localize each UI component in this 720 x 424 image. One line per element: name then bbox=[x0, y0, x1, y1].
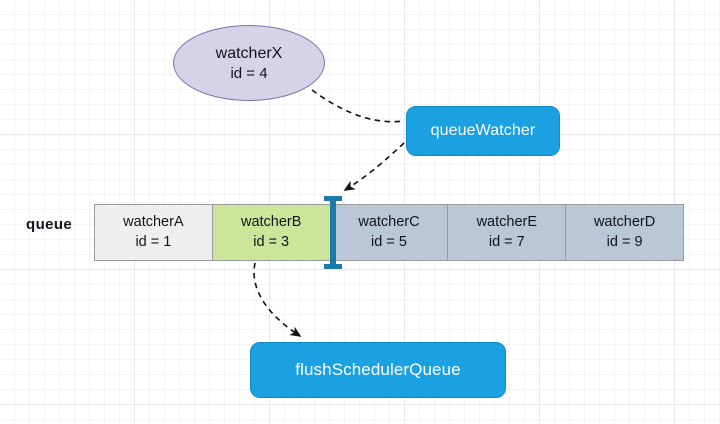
queue-cell-name: watcherB bbox=[240, 213, 302, 230]
queue-cell-id: id = 1 bbox=[135, 233, 172, 250]
connector-queuewatcher-to-queue bbox=[343, 142, 405, 191]
insertion-cursor-bottom-cap bbox=[324, 264, 342, 269]
queue-cell-watcherB[interactable]: watcherB id = 3 bbox=[212, 205, 331, 260]
queue-cell-watcherE[interactable]: watcherE id = 7 bbox=[448, 205, 567, 260]
watcherx-node[interactable]: watcherX id = 4 bbox=[173, 25, 325, 101]
watcherx-id: id = 4 bbox=[230, 64, 268, 82]
queue-label: queue bbox=[26, 216, 73, 233]
watcherx-name: watcherX bbox=[215, 44, 283, 62]
queue-cell-watcherC[interactable]: watcherC id = 5 bbox=[330, 205, 449, 260]
flushschedulerqueue-node[interactable]: flushSchedulerQueue bbox=[250, 342, 506, 398]
insertion-cursor-icon bbox=[324, 196, 342, 269]
queue-cell-id: id = 7 bbox=[488, 233, 525, 250]
flushschedulerqueue-label: flushSchedulerQueue bbox=[295, 360, 461, 379]
insertion-cursor-stem bbox=[330, 196, 336, 269]
queue-table: watcherA id = 1 watcherB id = 3 watcherC… bbox=[94, 204, 684, 261]
queue-cell-id: id = 3 bbox=[253, 233, 290, 250]
connector-watcherb-to-flush bbox=[253, 262, 302, 337]
connector-watcherx-to-queuewatcher bbox=[311, 89, 405, 123]
queue-cell-name: watcherA bbox=[123, 213, 184, 230]
queuewatcher-label: queueWatcher bbox=[430, 122, 536, 139]
queuewatcher-node[interactable]: queueWatcher bbox=[406, 106, 560, 156]
queue-cell-name: watcherD bbox=[593, 213, 656, 230]
queue-cell-watcherA[interactable]: watcherA id = 1 bbox=[95, 205, 213, 260]
queue-cell-watcherD[interactable]: watcherD id = 9 bbox=[566, 205, 683, 260]
queue-cell-name: watcherE bbox=[476, 213, 538, 230]
queue-cell-name: watcherC bbox=[358, 213, 420, 230]
queue-cell-id: id = 5 bbox=[371, 233, 407, 250]
queue-cell-id: id = 9 bbox=[606, 233, 643, 250]
